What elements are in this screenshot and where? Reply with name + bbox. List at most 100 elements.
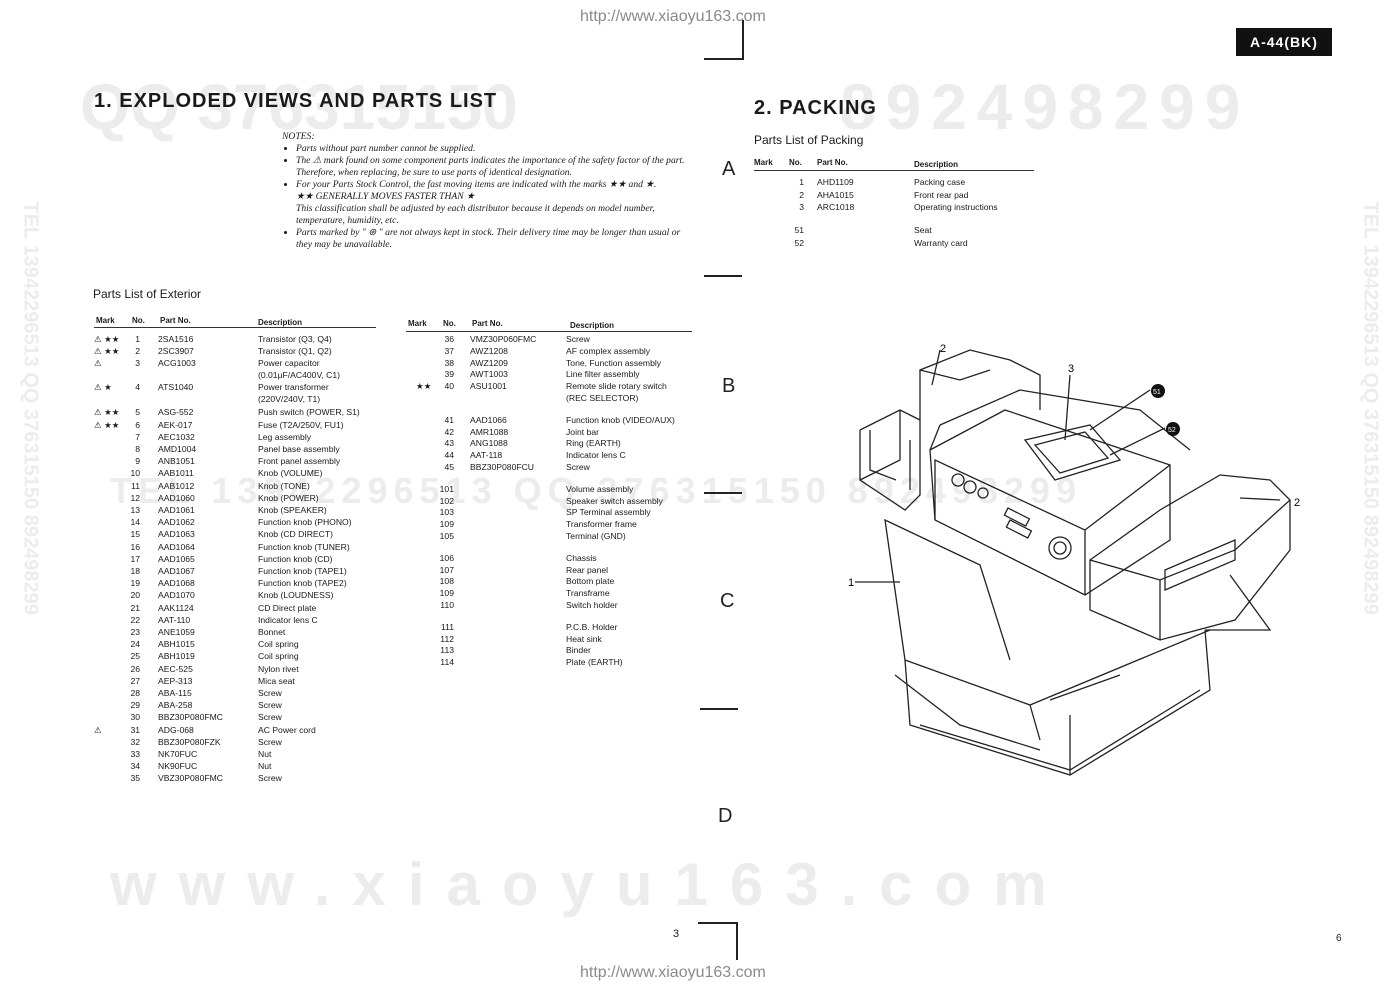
cell-desc: Indicator lens C — [566, 450, 626, 461]
cell-no: 103 — [439, 507, 454, 518]
cell-desc: Volume assembly — [566, 483, 634, 494]
cell-part: AAD1061 — [158, 505, 195, 515]
callout-3: 3 — [1068, 363, 1074, 375]
cell-desc: Binder — [566, 645, 591, 656]
cell-part: BBZ30P080FMC — [158, 712, 223, 722]
bottom-url[interactable]: http://www.xiaoyu163.com — [580, 964, 766, 981]
cell-no: 17 — [130, 554, 140, 564]
cell-part: AAD1063 — [158, 529, 195, 539]
cell-part: AAD1062 — [158, 517, 195, 527]
watermark-tel: TEL 13942296513 QQ 376315150 892498299 — [110, 470, 1082, 511]
cell-no: 39 — [444, 369, 454, 380]
cell-desc: Transformer frame — [566, 519, 637, 530]
crop-mark-top — [704, 58, 744, 60]
cell-no: 111 — [440, 621, 454, 632]
cell-desc: Fuse (T2A/250V, FU1) — [258, 420, 344, 430]
cell-desc: Knob (LOUDNESS) — [258, 590, 334, 600]
cell-desc: AF complex assembly — [566, 345, 651, 356]
cell-part: AMD1004 — [158, 444, 197, 454]
crop-mark-bottom — [698, 922, 738, 924]
cell-no: 101 — [439, 483, 454, 494]
exterior-parts-title: Parts List of Exterior — [93, 287, 202, 301]
cell-desc: Switch holder — [566, 600, 618, 610]
watermark-side-right: TEL 13942296513 QQ 376315150 892498299 — [1359, 201, 1382, 615]
cell-no: 26 — [130, 664, 140, 674]
cell-desc: Coil spring — [258, 639, 299, 649]
cell-no: 13 — [130, 505, 140, 515]
cell-desc: Panel base assembly — [258, 444, 340, 454]
cell-desc: Nylon rivet — [258, 664, 299, 674]
cell-part: NK90FUC — [158, 761, 198, 771]
cell-no: 34 — [130, 761, 140, 771]
top-url[interactable]: http://www.xiaoyu163.com — [580, 8, 766, 25]
cell-no: 9 — [135, 456, 140, 466]
col-desc-right: Description — [570, 321, 615, 330]
cell-desc: Ring (EARTH) — [566, 438, 621, 449]
cell-no: 113 — [440, 645, 454, 656]
model-badge: A-44(BK) — [1236, 28, 1332, 56]
crop-mark-c — [700, 708, 738, 710]
cell-desc: P.C.B. Holder — [566, 621, 618, 632]
cell-desc: Knob (TONE) — [258, 481, 310, 491]
col-no-right: No. — [443, 319, 456, 328]
cell-desc: (220V/240V, T1) — [258, 394, 321, 404]
cell-no: 32 — [130, 737, 140, 747]
cell-part: ANE1059 — [158, 627, 195, 637]
cell-desc: Screw — [258, 712, 282, 722]
cell-part: AWZ1208 — [470, 345, 508, 356]
grid-letter-b: B — [722, 375, 736, 397]
amplifier-unit — [929, 409, 1171, 596]
cell-part: ASG-552 — [158, 407, 194, 417]
cell-desc: Chassis — [566, 552, 597, 563]
cell-desc: Operating instructions — [914, 202, 998, 212]
cell-no: 16 — [130, 542, 140, 552]
callout-2-top: 2 — [940, 343, 946, 355]
cell-desc: Packing case — [914, 177, 966, 187]
cell-part: AAD1064 — [158, 542, 195, 552]
cell-desc: CD Direct plate — [258, 603, 317, 613]
cell-part: ABH1019 — [158, 651, 195, 661]
cell-desc: Function knob (TUNER) — [258, 542, 350, 552]
cell-mark: ⚠ — [94, 358, 102, 368]
col-mark-right: Mark — [408, 319, 427, 328]
cell-desc: (REC SELECTOR) — [566, 393, 639, 403]
cell-no: 37 — [444, 345, 454, 356]
cell-no: 109 — [439, 588, 454, 599]
cell-mark: ⚠ ★★ — [94, 420, 120, 430]
page-number-right: 6 — [1336, 933, 1342, 944]
watermark-number: 892498299 — [840, 71, 1251, 143]
cell-no: 2 — [135, 346, 140, 356]
cell-mark: ⚠ ★★ — [94, 346, 120, 356]
crop-mark-b — [704, 492, 742, 494]
callout-1: 1 — [848, 577, 854, 589]
cell-no: 45 — [444, 462, 454, 472]
cell-no: 5 — [135, 407, 140, 417]
cell-mark: ⚠ ★★ — [94, 407, 120, 417]
cell-no: 2 — [799, 190, 804, 200]
cell-no: 18 — [130, 566, 140, 576]
cell-no: 112 — [440, 633, 454, 644]
notes-heading: NOTES: — [282, 131, 315, 142]
cell-no: 27 — [130, 676, 140, 686]
packing-illustration: 2 3 51 52 2 1 — [848, 343, 1300, 776]
col-part-packing: Part No. — [817, 158, 848, 167]
cell-mark: ★★ — [416, 381, 432, 392]
cell-desc: Function knob (PHONO) — [258, 517, 352, 527]
cell-no: 14 — [130, 517, 140, 527]
cell-desc: Speaker switch assembly — [566, 495, 663, 506]
cell-no: 4 — [135, 382, 140, 392]
cell-desc: Screw — [258, 688, 282, 698]
cell-desc: Screw — [258, 773, 282, 783]
cell-no: 108 — [439, 576, 454, 587]
cell-no: 3 — [135, 358, 140, 368]
cell-no: 105 — [439, 531, 454, 541]
cell-desc: Seat — [914, 225, 932, 235]
packing-box-flap-left — [884, 518, 1011, 661]
cell-part: AAK1124 — [158, 603, 194, 613]
operating-instructions — [1023, 424, 1122, 481]
cell-desc: Power capacitor — [258, 358, 320, 368]
note-6: Parts marked by " ⊛ " are not always kep… — [296, 227, 690, 251]
cell-desc: Knob (VOLUME) — [258, 468, 323, 478]
cell-part: ASU1001 — [470, 381, 507, 392]
note-4: ★★ GENERALLY MOVES FASTER THAN ★ — [296, 191, 475, 202]
